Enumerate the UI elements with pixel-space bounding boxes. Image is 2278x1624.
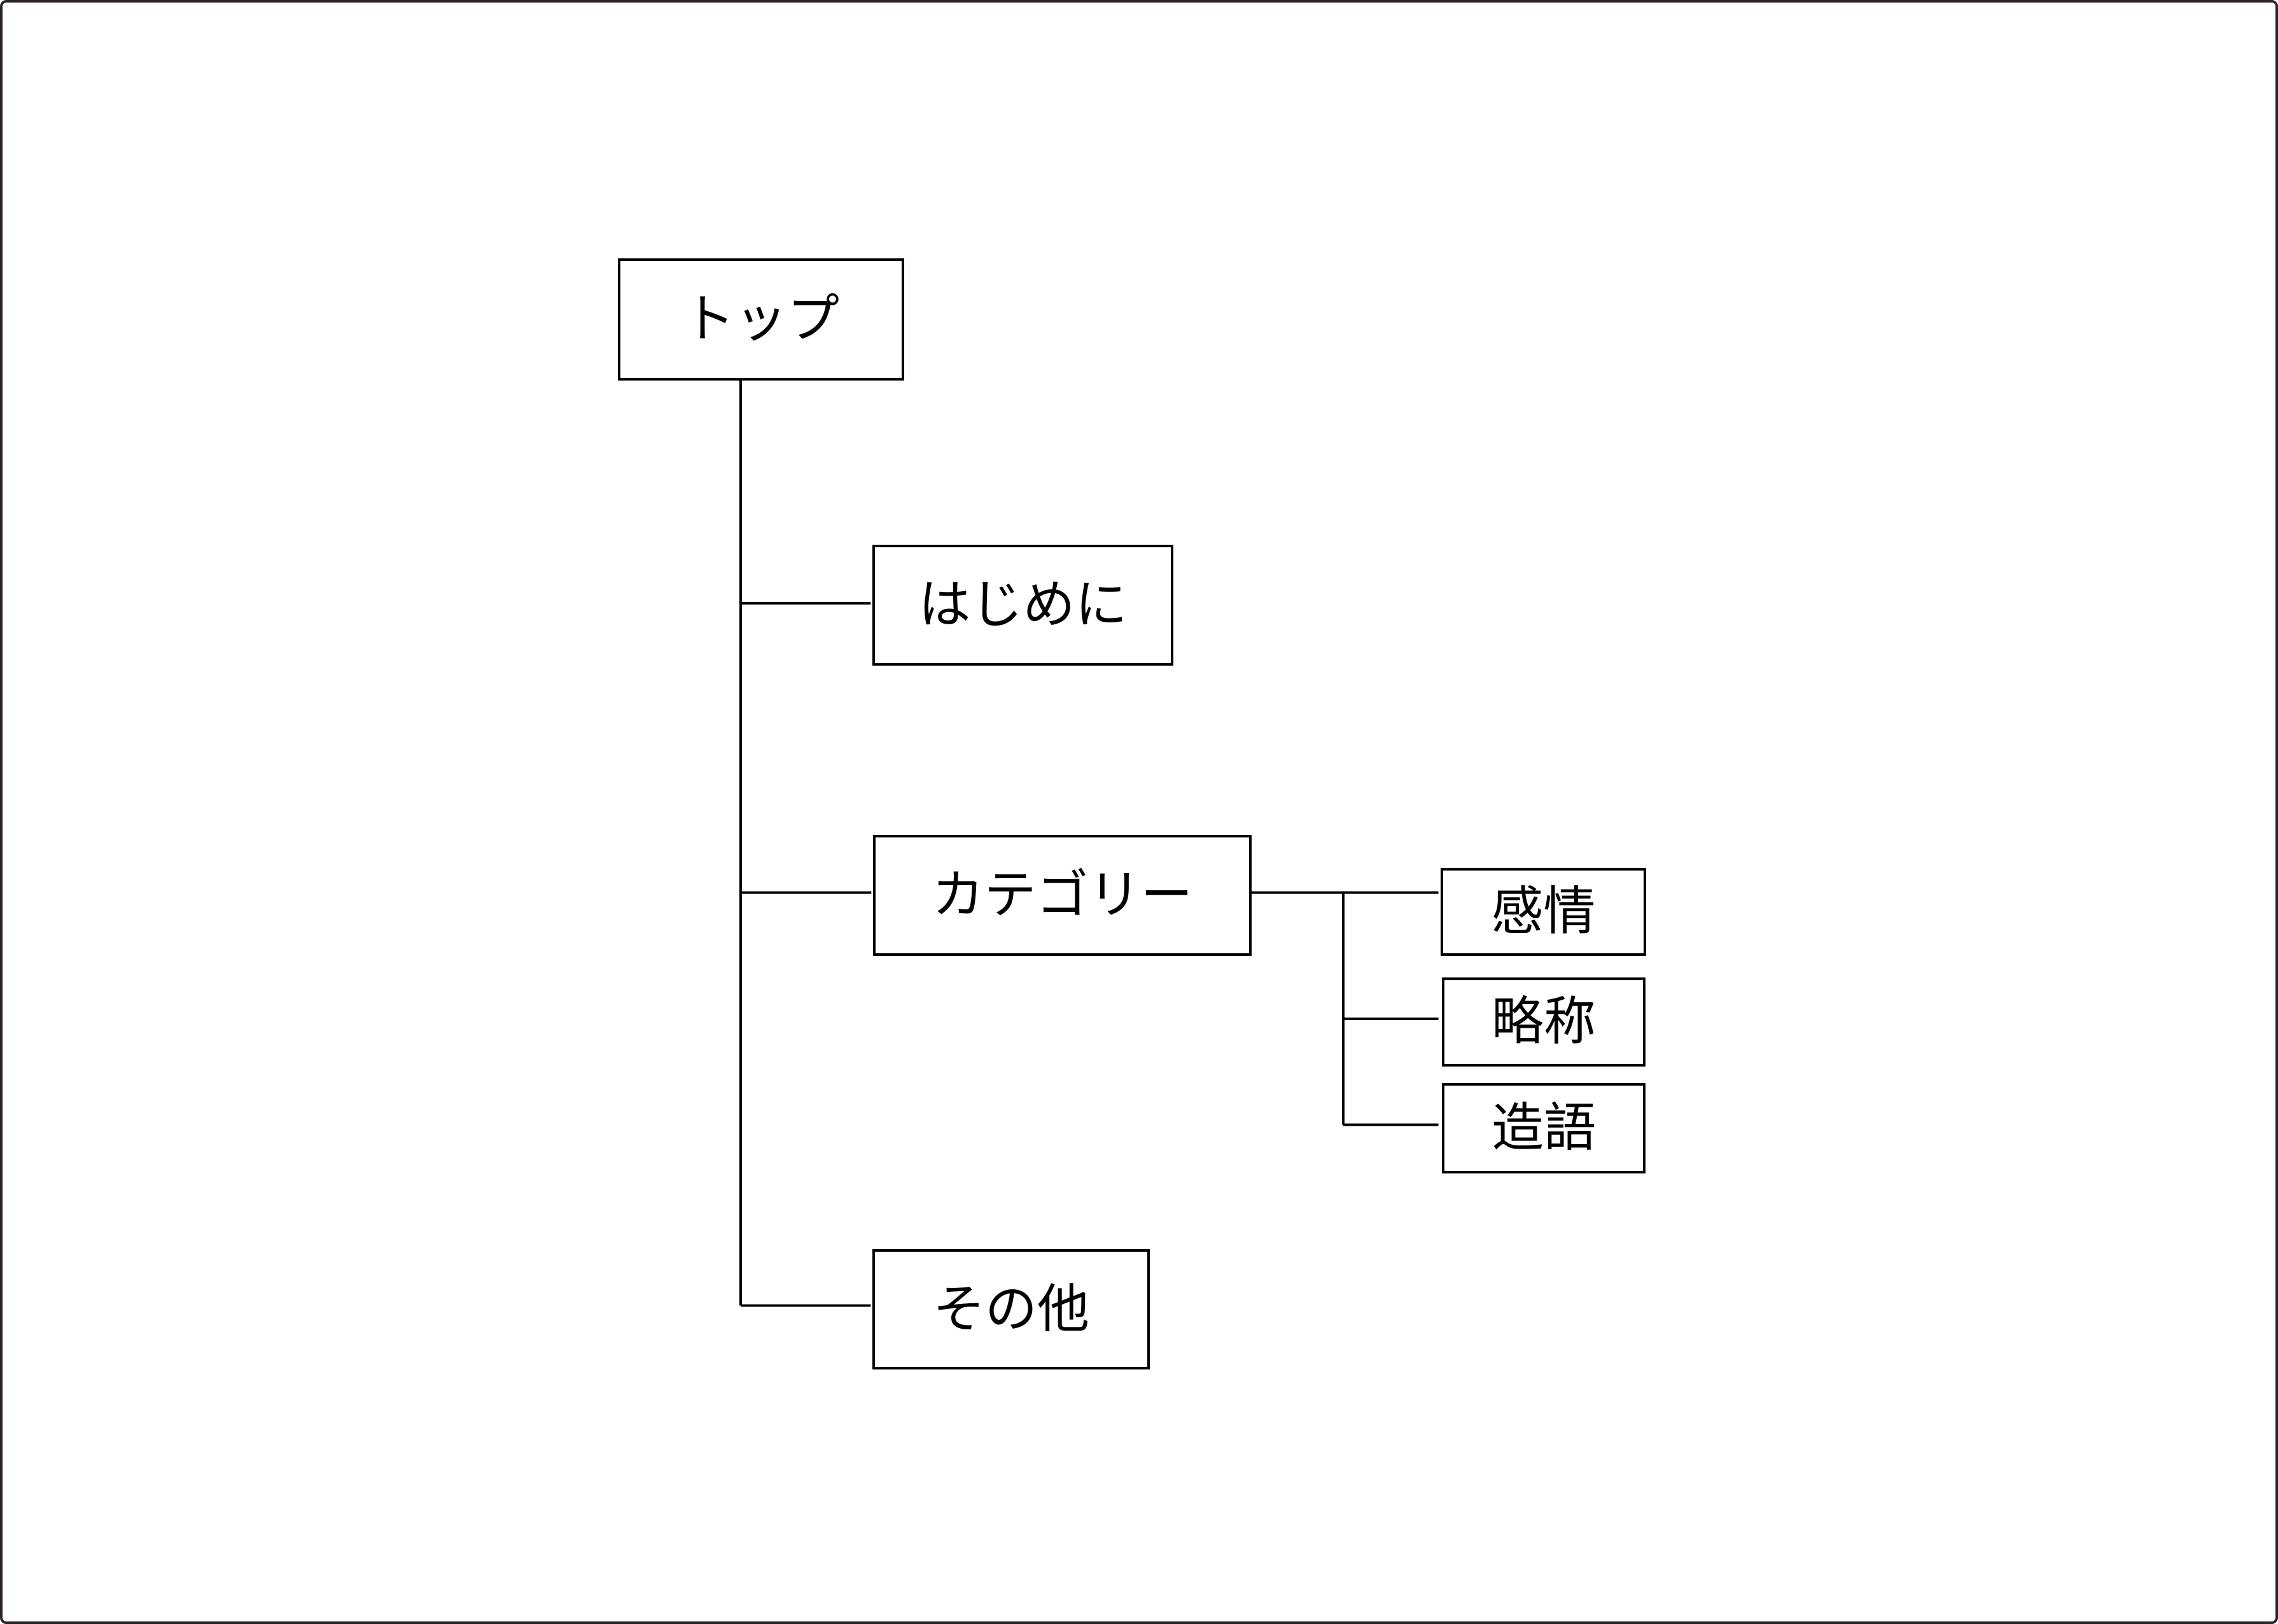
tree-node-coined-word[interactable]: 造語 <box>1442 1083 1646 1173</box>
tree-node-emotion[interactable]: 感情 <box>1441 868 1646 956</box>
tree-node-abbreviation[interactable]: 略称 <box>1442 977 1646 1067</box>
tree-node-emotion-label: 感情 <box>1491 883 1596 941</box>
tree-node-top-label: トップ <box>682 290 839 348</box>
tree-node-introduction[interactable]: はじめに <box>872 545 1173 666</box>
tree-connectors <box>739 379 1439 1307</box>
tree-node-abbreviation-label: 略称 <box>1491 993 1596 1051</box>
tree-node-introduction-label: はじめに <box>918 576 1128 634</box>
tree-node-category[interactable]: カテゴリー <box>873 835 1252 956</box>
tree-node-others[interactable]: その他 <box>872 1249 1150 1369</box>
tree-node-others-label: その他 <box>932 1280 1089 1338</box>
tree-node-top[interactable]: トップ <box>618 258 904 381</box>
tree-node-category-label: カテゴリー <box>932 866 1193 924</box>
tree-node-coined-word-label: 造語 <box>1491 1099 1596 1157</box>
